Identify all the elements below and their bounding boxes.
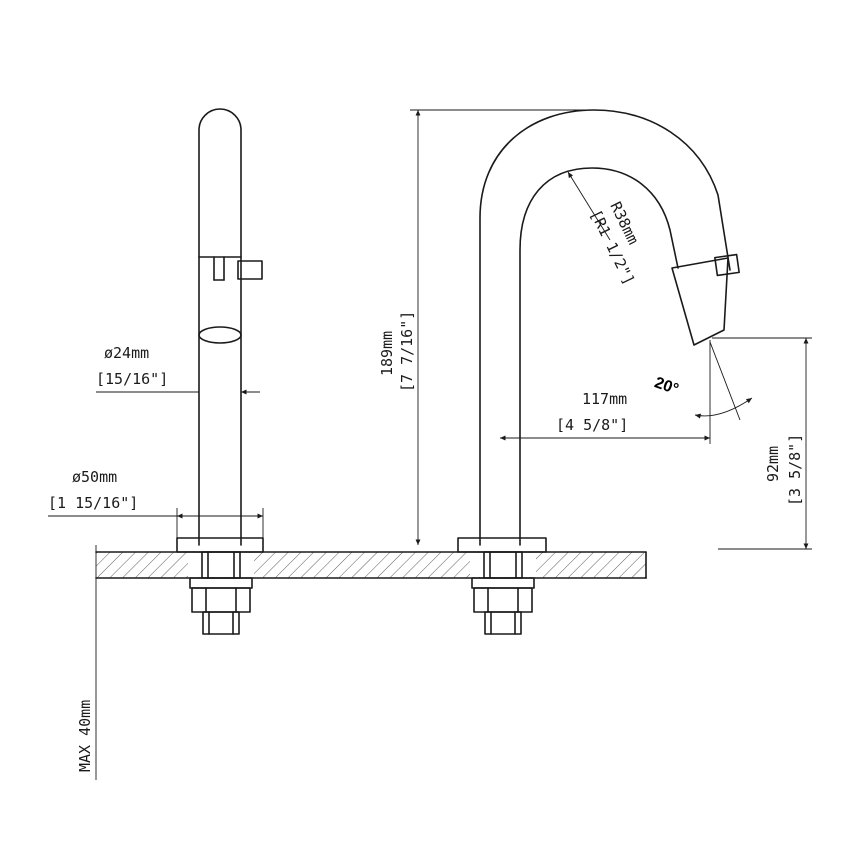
l117-mm-label: 117mm [582, 390, 627, 408]
h92-in-label: [3 5/8"] [786, 434, 804, 506]
h189-mm-label: 189mm [378, 331, 396, 376]
max-thickness-label: MAX 40mm [76, 700, 94, 772]
d24-in-label: [15/16"] [96, 370, 168, 388]
d50-mm-label: ø50mm [72, 468, 117, 486]
l117-in-label: [4 5/8"] [556, 416, 628, 434]
d50-in-label: [1 15/16"] [48, 494, 138, 512]
height-189-dimension: 189mm [7 7/16"] [378, 109, 594, 545]
countertop-section [95, 551, 647, 579]
h189-in-label: [7 7/16"] [398, 311, 416, 392]
length-117-dimension: 117mm [4 5/8"] [500, 340, 711, 444]
radius-38-dimension: R38mm [R1 1/2"] [567, 171, 642, 288]
angle-label: 20° [652, 374, 681, 398]
d24-mm-label: ø24mm [104, 344, 149, 362]
faucet-side-view [176, 108, 264, 635]
diameter-24-dimension: ø24mm [15/16"] [96, 344, 260, 395]
h92-mm-label: 92mm [764, 446, 782, 482]
angle-20-dimension: 20° [652, 341, 753, 421]
height-92-dimension: 92mm [3 5/8"] [712, 337, 812, 550]
diameter-50-dimension: ø50mm [1 15/16"] [48, 468, 264, 538]
